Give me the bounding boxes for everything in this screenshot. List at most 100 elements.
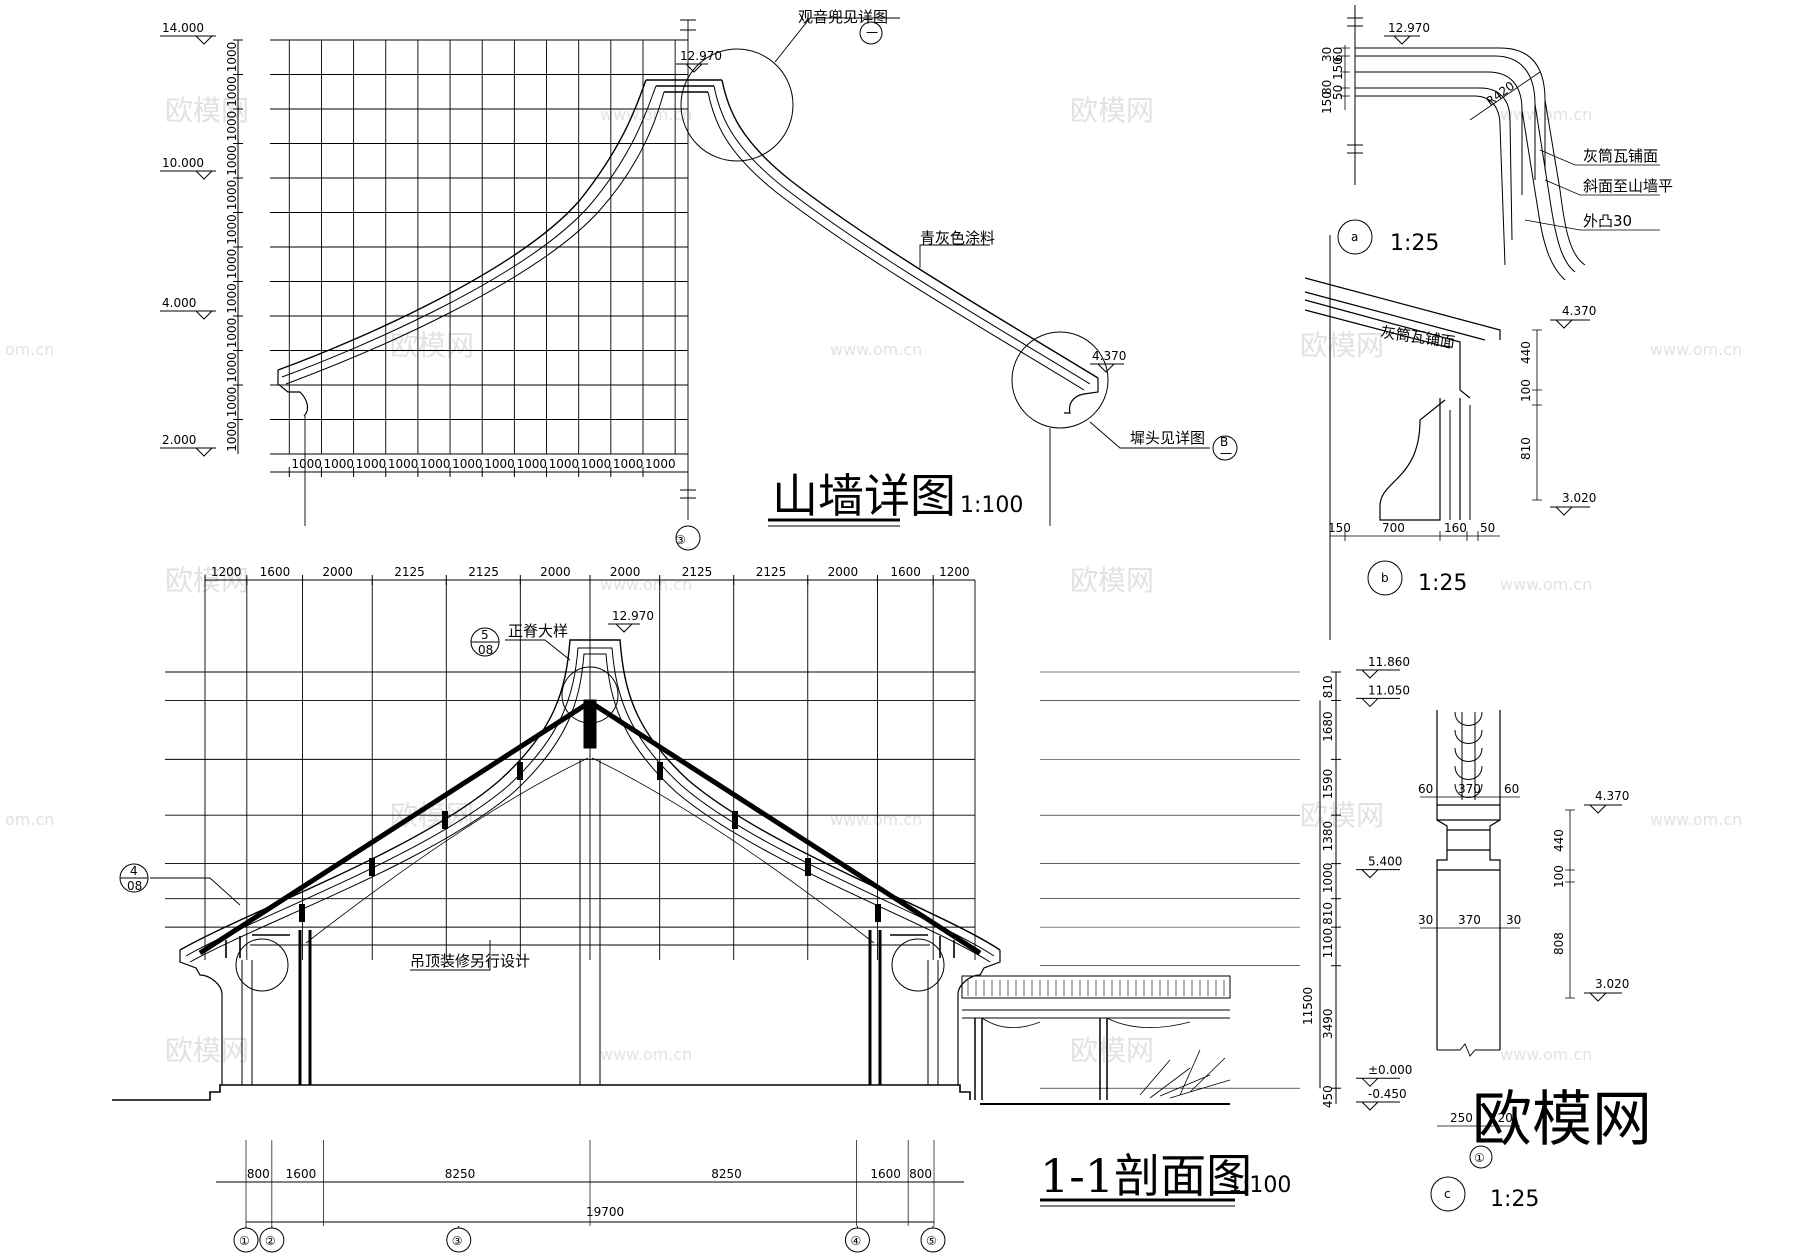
- gable-col-dim: 1000: [420, 457, 451, 471]
- detail-c-label-circle: [1430, 1176, 1466, 1212]
- detail-c-top-dim-3: 60: [1504, 782, 1519, 796]
- gable-eave-elev-mark: [1090, 363, 1124, 373]
- section-text: 1-1剖面图 1:100 12.970 正脊大样 5 08 4 08 吊顶装修另…: [119, 609, 1315, 1219]
- detail-c-bottom-dim-1: 250: [1450, 1111, 1473, 1125]
- gable-row-dim: 1000: [225, 249, 239, 280]
- section-right-dim: 1100: [1321, 928, 1335, 959]
- section-grid: [165, 580, 976, 960]
- detail-c-elev-bottom-mark: [1584, 992, 1622, 1002]
- gable-eave-right: [1064, 378, 1099, 414]
- detail-b-hdim-2: 700: [1382, 521, 1405, 535]
- gable-elev-label: 10.000: [162, 156, 204, 170]
- gable-title: 山墙详图: [772, 469, 956, 523]
- detail-c-top-dim-2: 370: [1458, 782, 1481, 796]
- section-eave-left: [179, 950, 223, 1085]
- gable-row-dim: 1000: [225, 76, 239, 107]
- detail-c-dimline-mid: [1420, 923, 1520, 933]
- section-right-dim: 1380: [1321, 821, 1335, 852]
- detail-a: [1337, 5, 1660, 281]
- gable-elev-mark: [160, 447, 216, 457]
- section-elev-label: 11.860: [1368, 655, 1410, 669]
- watermark-url: www.om.cn: [1500, 575, 1592, 594]
- detail-c-mid-dim-2: 370: [1458, 913, 1481, 927]
- section-ridge-leader: [505, 639, 571, 661]
- corridor-roof: [961, 975, 1231, 999]
- brand-watermark: 欧模网: [1472, 1085, 1652, 1155]
- gable-row-dim: 1000: [225, 283, 239, 314]
- gable-text: 山墙详图 1:100 观音兜见详图 一 墀头见详图 B 一 青灰色涂料 12.9…: [675, 8, 1238, 551]
- detail-b-scale: 1:25: [1418, 571, 1467, 596]
- gable-dimensions: 1000100010001000100010001000100010001000…: [160, 21, 688, 477]
- section-bottom-dim: 1600: [870, 1167, 901, 1181]
- gable-col-dim: 1000: [291, 457, 322, 471]
- watermark-brand: 欧模网: [1300, 329, 1384, 362]
- section-ridge-ref-sheet: 08: [478, 643, 493, 657]
- section-rafter-right: [588, 699, 982, 956]
- detail-a-scale: 1:25: [1390, 231, 1439, 256]
- gable-roof-outline-right-inner: [713, 85, 1091, 385]
- detail-a-layers: [1355, 47, 1546, 266]
- detail-c-dimline-top: [1420, 792, 1520, 802]
- detail-c-break: [1437, 1043, 1500, 1057]
- section-rafter-left: [198, 699, 592, 956]
- watermark-url: www.om.cn: [1650, 810, 1742, 829]
- gable-elev-label: 2.000: [162, 433, 196, 447]
- gable-eave-left: [277, 370, 309, 417]
- gable-row-dim: 1000: [225, 421, 239, 452]
- gable-row-dim: 1000: [225, 180, 239, 211]
- detail-c-label: c: [1444, 1187, 1451, 1201]
- section-eave-callout: [235, 938, 289, 992]
- gable-col-dim: 1000: [388, 457, 419, 471]
- detail-a-break-line: [1347, 5, 1363, 185]
- section-axis-circle: [233, 1227, 259, 1253]
- detail-a-radius: R420: [1484, 79, 1518, 109]
- section-ridge-elev-mark: [608, 623, 640, 633]
- section-column-right-2: [927, 960, 939, 1085]
- section-right-dim: 450: [1321, 1085, 1335, 1108]
- section-axis-circle: [446, 1227, 472, 1253]
- eave-bracket-left: [225, 934, 290, 958]
- section-elev-mark: [1356, 697, 1400, 708]
- detail-b-elev-top: 4.370: [1562, 304, 1596, 318]
- section-roof-inner: [189, 653, 991, 963]
- gable-note-top-ref-circle: [859, 21, 883, 45]
- detail-c-cap: [1437, 804, 1500, 871]
- eave-bracket-right: [890, 934, 955, 958]
- detail-a-leaders: [1524, 149, 1660, 231]
- detail-c-elev-top: 4.370: [1595, 789, 1629, 803]
- gable-roof-outline-right: [721, 79, 1099, 379]
- detail-c: [1420, 710, 1575, 1212]
- section-right-dim: 1680: [1321, 711, 1335, 742]
- gable-scale: 1:100: [960, 493, 1023, 518]
- watermark-brand: 欧模网: [1070, 564, 1154, 597]
- watermark-url: www.om.cn: [1500, 1045, 1592, 1064]
- gable-elev-label: 14.000: [162, 21, 204, 35]
- gable-top-elev: 12.970: [680, 49, 722, 63]
- detail-c-vdim-2: 100: [1552, 865, 1566, 888]
- section-right-dim: 810: [1321, 675, 1335, 698]
- section-roof-outer: [179, 639, 1001, 951]
- section-axis-label: ③: [452, 1234, 463, 1248]
- gable-detail: [277, 17, 1210, 527]
- watermark-url: www.om.cn: [600, 1045, 692, 1064]
- detail-b-label-circle: [1367, 560, 1403, 596]
- gable-roof-outline-left-inner: [281, 85, 657, 378]
- detail-a-dim-1: 30: [1320, 47, 1334, 62]
- section-axis-label: ②: [265, 1234, 276, 1248]
- section-elev-label: -0.450: [1368, 1087, 1407, 1101]
- section-right-dim: 1590: [1321, 769, 1335, 800]
- watermark-brand: 欧模网: [390, 329, 474, 362]
- detail-c-bottom-dim-2: 120: [1490, 1111, 1513, 1125]
- detail-a-dim-5: 50: [1331, 85, 1345, 100]
- watermark-url-short: om.cn: [5, 810, 54, 829]
- detail-b-roof: [1304, 277, 1501, 399]
- section-elev-mark: [1356, 1101, 1400, 1111]
- gable-top-elev-mark: [676, 63, 708, 73]
- section-ridge-ref-num: 5: [481, 628, 489, 642]
- section-elev-mark: [1356, 869, 1400, 879]
- detail-c-tiles: [1454, 711, 1483, 800]
- section-top-dim: 2000: [540, 565, 571, 579]
- gable-col-dim: 1000: [549, 457, 580, 471]
- detail-c-scale: 1:25: [1490, 1187, 1539, 1212]
